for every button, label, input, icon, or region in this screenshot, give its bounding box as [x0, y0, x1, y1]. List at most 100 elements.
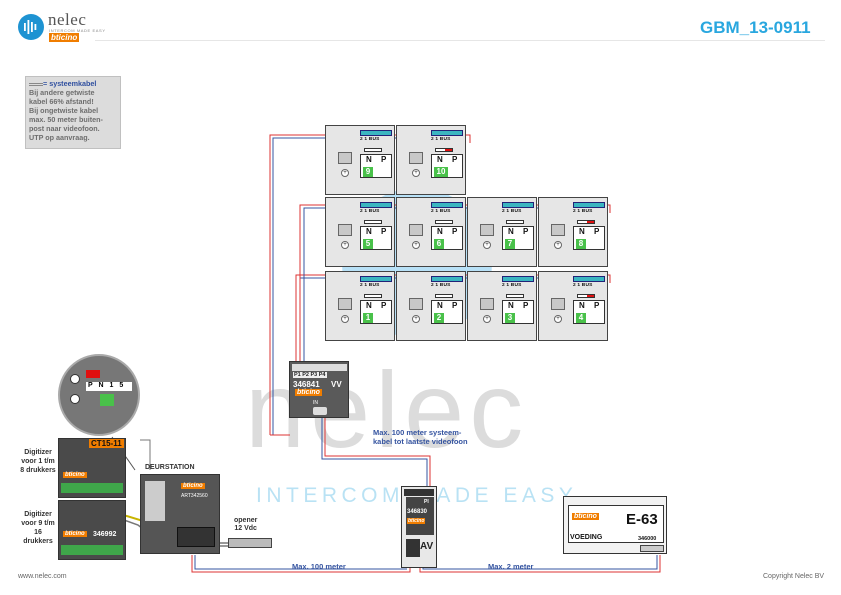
monitor-number: 4: [576, 313, 586, 323]
button-icon: +: [554, 315, 562, 323]
video-distributor[interactable]: P1 P2 P3 P4 346841 VV bticino IN: [289, 361, 349, 418]
power-supply[interactable]: bticino E-63 VOEDING 346000: [563, 496, 667, 554]
cable-note-systeem: Max. 100 meter systeem- kabel tot laatst…: [373, 428, 468, 446]
digitizer-model: CT15-11: [89, 439, 124, 448]
n-label: N: [366, 301, 372, 310]
p-label: P: [523, 301, 529, 310]
in-terminal: [313, 407, 327, 415]
p-label: P: [381, 301, 387, 310]
p-label: P: [381, 155, 387, 164]
av-adapter[interactable]: PI 346830 bticino AV: [401, 486, 437, 568]
digitizer-label: Digitizer voor 1 t/m 8 drukkers: [20, 449, 56, 474]
digitizer-label: Digitizer voor 9 t/m 16 drukkers: [21, 511, 55, 545]
monitor-number: 5: [363, 239, 373, 249]
button-icon: +: [483, 315, 491, 323]
terminal-strip: [292, 364, 347, 371]
n-label: N: [579, 301, 585, 310]
button-icon: +: [341, 315, 349, 323]
screw-icon: [70, 374, 80, 384]
button-icon: +: [412, 315, 420, 323]
n-label: N: [366, 227, 372, 236]
door-opener[interactable]: [228, 538, 272, 548]
document-code: GBM_13-0911: [700, 18, 811, 37]
n-label: N: [508, 301, 514, 310]
p-label: P: [452, 155, 458, 164]
button-icon: +: [412, 169, 420, 177]
av-label: AV: [420, 541, 434, 552]
terminal-labels: 2 1 BUS: [360, 283, 380, 288]
terminal-block: [177, 527, 215, 547]
terminal-block: [431, 276, 463, 282]
p-label: P: [381, 227, 387, 236]
dip-switch: [506, 294, 524, 298]
button-icon: +: [412, 241, 420, 249]
header-divider: [95, 40, 825, 41]
p-label: P: [452, 301, 458, 310]
terminal-strip: [61, 483, 123, 493]
door-station-model: ART342560: [181, 493, 208, 499]
sub-brand: bticino: [49, 33, 80, 42]
monitor-number: 3: [505, 313, 515, 323]
screen-icon: [480, 298, 494, 310]
camera-module: [145, 481, 165, 521]
terminal-labels: 2 1 BUS: [431, 137, 451, 142]
digitizer-2[interactable]: bticino 346992: [58, 500, 126, 560]
digitizer-1[interactable]: CT15-11 bticino: [58, 438, 126, 498]
screen-icon: [338, 224, 352, 236]
terminal-strip: [404, 489, 434, 496]
dip-switch: [364, 148, 382, 152]
dip-switch: [364, 294, 382, 298]
terminal-labels: 2 1 BUS: [502, 209, 522, 214]
p-label: P: [594, 227, 600, 236]
button-icon: +: [554, 241, 562, 249]
monitor-number: 10: [434, 167, 448, 177]
digitizer-brand: bticino: [63, 531, 87, 537]
p-label: P: [594, 301, 600, 310]
terminal-block: [573, 276, 605, 282]
note-line: UTP op aanvraag.: [29, 133, 90, 142]
psu-panel: [568, 505, 664, 543]
note-line: Bij andere getwiste: [29, 88, 95, 97]
button-icon: +: [341, 241, 349, 249]
monitor-number: 8: [576, 239, 586, 249]
door-station[interactable]: bticino ART342560: [140, 474, 220, 554]
n-label: N: [508, 227, 514, 236]
pi-label: PI: [424, 499, 429, 505]
inset-labels: P N 1 5: [86, 382, 132, 391]
terminal-block: [431, 130, 463, 136]
opener-label-2: 12 Vdc: [234, 525, 257, 532]
cable-note-bottom-right: Max. 2 meter: [488, 562, 534, 571]
monitor-number: 7: [505, 239, 515, 249]
inset-number-block: [100, 394, 114, 406]
terminal-labels: 2 1 BUS: [360, 209, 380, 214]
monitor-number: 9: [363, 167, 373, 177]
brand-tagline: INTERCOM MADE EASY: [49, 28, 106, 33]
dip-switch: [435, 148, 453, 152]
screen-icon: [338, 298, 352, 310]
p-label: P: [452, 227, 458, 236]
screw-icon: [70, 394, 80, 404]
monitor-number: 2: [434, 313, 444, 323]
note-title: = systeemkabel: [43, 79, 97, 88]
terminal-block: [360, 276, 392, 282]
digitizer-brand: bticino: [63, 472, 87, 478]
brand-name: nelec: [48, 10, 87, 29]
psu-brand: bticino: [572, 513, 599, 520]
note-line: max. 50 meter buiten-: [29, 115, 103, 124]
terminal-block: [360, 130, 392, 136]
digitizer-model: 346992: [93, 531, 117, 538]
screen-icon: [480, 224, 494, 236]
